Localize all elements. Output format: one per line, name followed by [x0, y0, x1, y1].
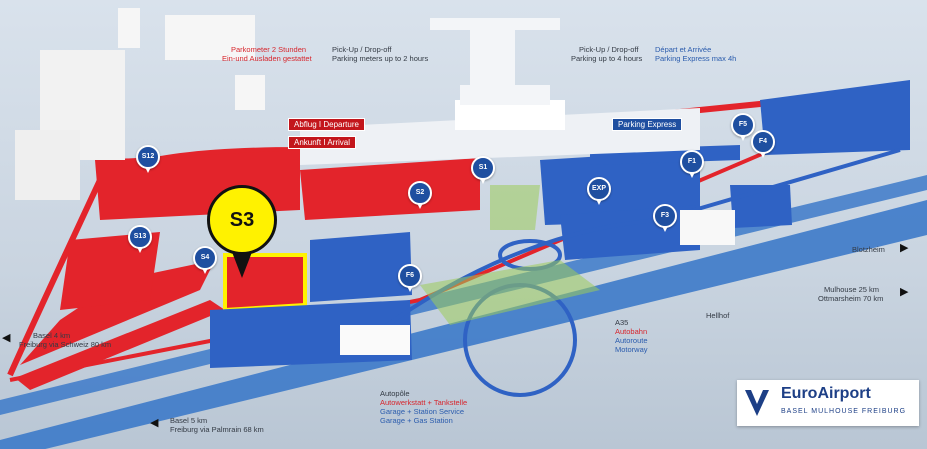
dir-basel-4: Basel 4 km — [33, 331, 71, 340]
road-autoroute: Autoroute — [615, 336, 648, 345]
pin-s13[interactable]: S13 — [128, 225, 152, 253]
dir-hellhof: Hellhof — [706, 311, 730, 320]
autopole-fr: Garage + Station Service — [380, 407, 465, 416]
arrival-sign: Ankunft I Arrival — [288, 136, 357, 149]
dir-blotzheim: Blotzheim — [852, 245, 885, 254]
arrow-left-icon: ◀ — [2, 332, 11, 344]
dir-freiburg-schweiz: Freiburg via Schweiz 80 km — [19, 340, 112, 349]
road-motorway: Motorway — [615, 345, 648, 354]
arrow-right-icon: ▶ — [900, 286, 909, 298]
pin-f6[interactable]: F6 — [398, 264, 422, 292]
dir-basel-5: Basel 5 km — [170, 416, 208, 425]
meters-label-en: Parking meters up to 2 hours — [332, 54, 429, 63]
dir-freiburg-palmrain: Freiburg via Palmrain 68 km — [170, 425, 264, 434]
autopole-en: Garage + Gas Station — [380, 416, 453, 425]
pin-s1[interactable]: S1 — [471, 156, 495, 184]
pin-s12[interactable]: S12 — [136, 145, 160, 173]
pickup-label-fr: Pick-Up / Drop-off — [579, 45, 639, 54]
autopole-title: Autopôle — [380, 389, 410, 398]
dir-mulhouse: Mulhouse 25 km — [824, 285, 880, 294]
pin-f1[interactable]: F1 — [680, 150, 704, 178]
meters-label-de2: Ein-und Ausladen gestattet — [222, 54, 312, 63]
meters-label-fr: Pick-Up / Drop-off — [332, 45, 392, 54]
depart-label-fr: Départ et Arrivée — [655, 45, 712, 54]
departure-sign: Abflug I Departure — [288, 118, 365, 131]
euroairport-mark-icon — [745, 390, 769, 416]
parking-express-sign: Parking Express — [612, 118, 683, 131]
pin-s2[interactable]: S2 — [408, 181, 432, 209]
pin-s3-highlight[interactable]: S3 — [207, 185, 277, 278]
dir-ottmarsheim: Ottmarsheim 70 km — [818, 294, 884, 303]
autopole-de: Autowerkstatt + Tankstelle — [380, 398, 468, 407]
meters-label-de: Parkometer 2 Stunden — [231, 45, 307, 54]
arrow-right-icon: ▶ — [900, 242, 909, 254]
pin-f3[interactable]: F3 — [653, 204, 677, 232]
logo-subtitle: BASEL MULHOUSE FREIBURG — [781, 408, 907, 415]
road-a35: A35 — [615, 318, 629, 327]
pickup-label-en: Parking up to 4 hours — [571, 54, 643, 63]
arrow-left-icon: ◀ — [150, 417, 159, 429]
logo-name: EuroAirport — [781, 385, 871, 402]
pin-exp[interactable]: EXP — [587, 177, 611, 205]
road-autobahn: Autobahn — [615, 327, 648, 336]
pin-s4[interactable]: S4 — [193, 246, 217, 274]
pin-f4[interactable]: F4 — [751, 130, 775, 158]
depart-label-en: Parking Express max 4h — [655, 54, 737, 63]
euroairport-logo: EuroAirport BASEL MULHOUSE FREIBURG — [737, 380, 919, 426]
pin-f5[interactable]: F5 — [731, 113, 755, 141]
